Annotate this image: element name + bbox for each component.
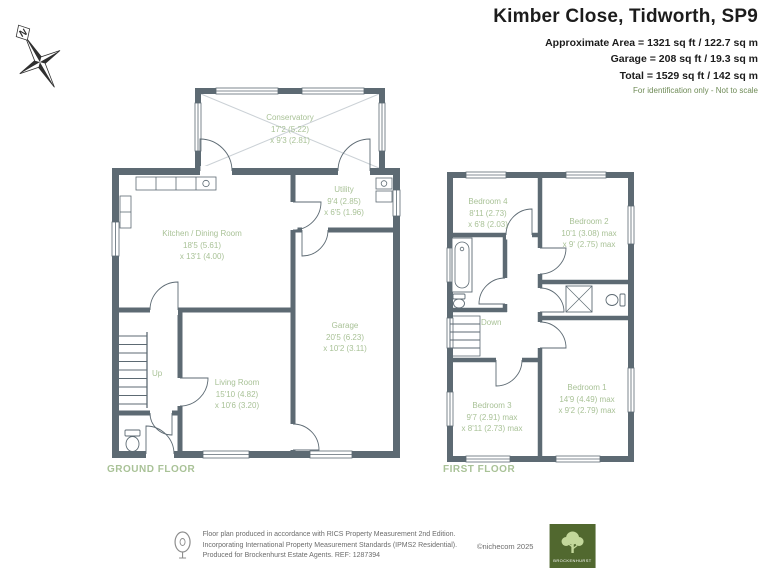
room-name: Kitchen / Dining Room (162, 229, 242, 238)
room-dimensions: x 6'8 (2.03) (468, 220, 508, 230)
ground-floor-window-midlines (115, 90, 397, 455)
room-name: Bedroom 4 (468, 197, 508, 206)
room-dimensions: 15'10 (4.82) (215, 389, 259, 399)
room-label-bedroom-2: Bedroom 2 10'1 (3.08) max x 9' (2.75) ma… (529, 216, 649, 251)
room-label-bedroom-3: Bedroom 3 9'7 (2.91) max x 8'11 (2.73) m… (432, 400, 552, 435)
approximate-area-line: Approximate Area = 1321 sq ft / 122.7 sq… (545, 37, 758, 49)
room-dimensions: x 8'11 (2.73) max (461, 424, 523, 434)
first-floor-walls (447, 172, 634, 462)
shower-icon (565, 285, 593, 313)
first-floor-door-openings (496, 230, 545, 365)
room-name: Utility (334, 185, 354, 194)
room-name: Bedroom 1 (567, 383, 607, 392)
stairs-up (119, 332, 148, 408)
room-dimensions: x 10'6 (3.20) (214, 401, 260, 411)
bath-icon (451, 237, 473, 293)
property-title: Kimber Close, Tidworth, SP9 (493, 6, 758, 27)
room-dimensions: x 10'2 (3.11) (323, 344, 367, 354)
stairs-down (449, 315, 481, 357)
room-dimensions: x 6'5 (1.96) (324, 208, 364, 218)
room-label-bedroom-4: Bedroom 4 8'11 (2.73) x 6'8 (2.03) (428, 196, 548, 231)
room-dimensions: x 13'1 (4.00) (179, 252, 225, 262)
ground-floor-title: GROUND FLOOR (107, 464, 196, 475)
room-dimensions: x 9'3 (2.81) (270, 136, 310, 146)
first-floor-title: FIRST FLOOR (443, 464, 516, 475)
room-name: Bedroom 2 (569, 217, 609, 226)
room-label-garage: Garage 20'5 (6.23) x 10'2 (3.11) (285, 320, 405, 355)
tree-icon (561, 531, 584, 553)
stairs-up-label: Up (152, 369, 163, 378)
room-name: Living Room (214, 378, 260, 387)
total-area-line: Total = 1529 sq ft / 142 sq m (619, 69, 758, 82)
utility-appliances-icon (375, 177, 393, 203)
room-name: Garage (331, 321, 359, 330)
footer: Floor plan produced in accordance with R… (173, 524, 596, 568)
measurement-note-line: Floor plan produced in accordance with R… (202, 530, 456, 538)
conservatory-roof (200, 93, 380, 169)
garage-area-line: Garage = 208 sq ft / 19.3 sq m (610, 53, 758, 66)
room-label-bedroom-1: Bedroom 1 14'9 (4.49) max x 9'2 (2.79) m… (527, 382, 647, 417)
room-dimensions: x 9'2 (2.79) max (558, 406, 616, 416)
room-dimensions: 10'1 (3.08) max (561, 228, 617, 238)
toilet-icon (124, 429, 141, 452)
copyright-text: ©nichecom 2025 (477, 541, 534, 551)
room-dimensions: 9'4 (2.85) (327, 196, 361, 206)
ground-floor-door-openings (146, 166, 370, 459)
kitchen-units-icon (119, 176, 217, 229)
toilet-icon (452, 293, 466, 309)
room-dimensions: 14'9 (4.49) max (559, 394, 615, 404)
room-name: Bedroom 3 (472, 401, 512, 410)
room-dimensions: 9'7 (2.91) max (466, 412, 518, 422)
room-dimensions: 17'2 (5.22) (271, 124, 309, 134)
room-dimensions: 8'11 (2.73) (469, 208, 507, 218)
first-floor-door-swings (478, 208, 567, 387)
room-label-conservatory: Conservatory 17'2 (5.22) x 9'3 (2.81) (230, 112, 350, 147)
stairs-down-label: Down (481, 318, 502, 327)
room-dimensions: 20'5 (6.23) (326, 332, 364, 342)
tape-measure-icon (174, 531, 191, 559)
compass-rose-icon: N (15, 24, 61, 88)
brockenhurst-logo: BROCKENHURST (549, 524, 596, 568)
ground-floor-door-swings (145, 138, 371, 455)
measurement-note-line: Produced for Brockenhurst Estate Agents.… (202, 552, 380, 560)
room-label-living-room: Living Room 15'10 (4.82) x 10'6 (3.20) (177, 377, 297, 412)
measurement-notes: Floor plan produced in accordance with R… (203, 530, 457, 563)
room-label-kitchen-dining: Kitchen / Dining Room 18'5 (5.61) x 13'1… (142, 228, 262, 263)
disclaimer-text: For identification only - Not to scale (633, 85, 758, 95)
room-name: Conservatory (266, 113, 314, 122)
logo-label: BROCKENHURST (553, 558, 592, 563)
measurement-note-line: Incorporating International Property Mea… (202, 541, 458, 549)
room-label-utility: Utility 9'4 (2.85) x 6'5 (1.96) (284, 184, 404, 219)
title-block: Kimber Close, Tidworth, SP9 Approximate … (493, 6, 758, 95)
compass-north-label: N (18, 27, 30, 40)
ground-floor-plan (111, 87, 401, 459)
first-floor-plan (446, 171, 635, 463)
toilet-icon (605, 293, 626, 307)
room-dimensions: 18'5 (5.61) (183, 240, 221, 250)
room-dimensions: x 9' (2.75) max (562, 240, 616, 250)
